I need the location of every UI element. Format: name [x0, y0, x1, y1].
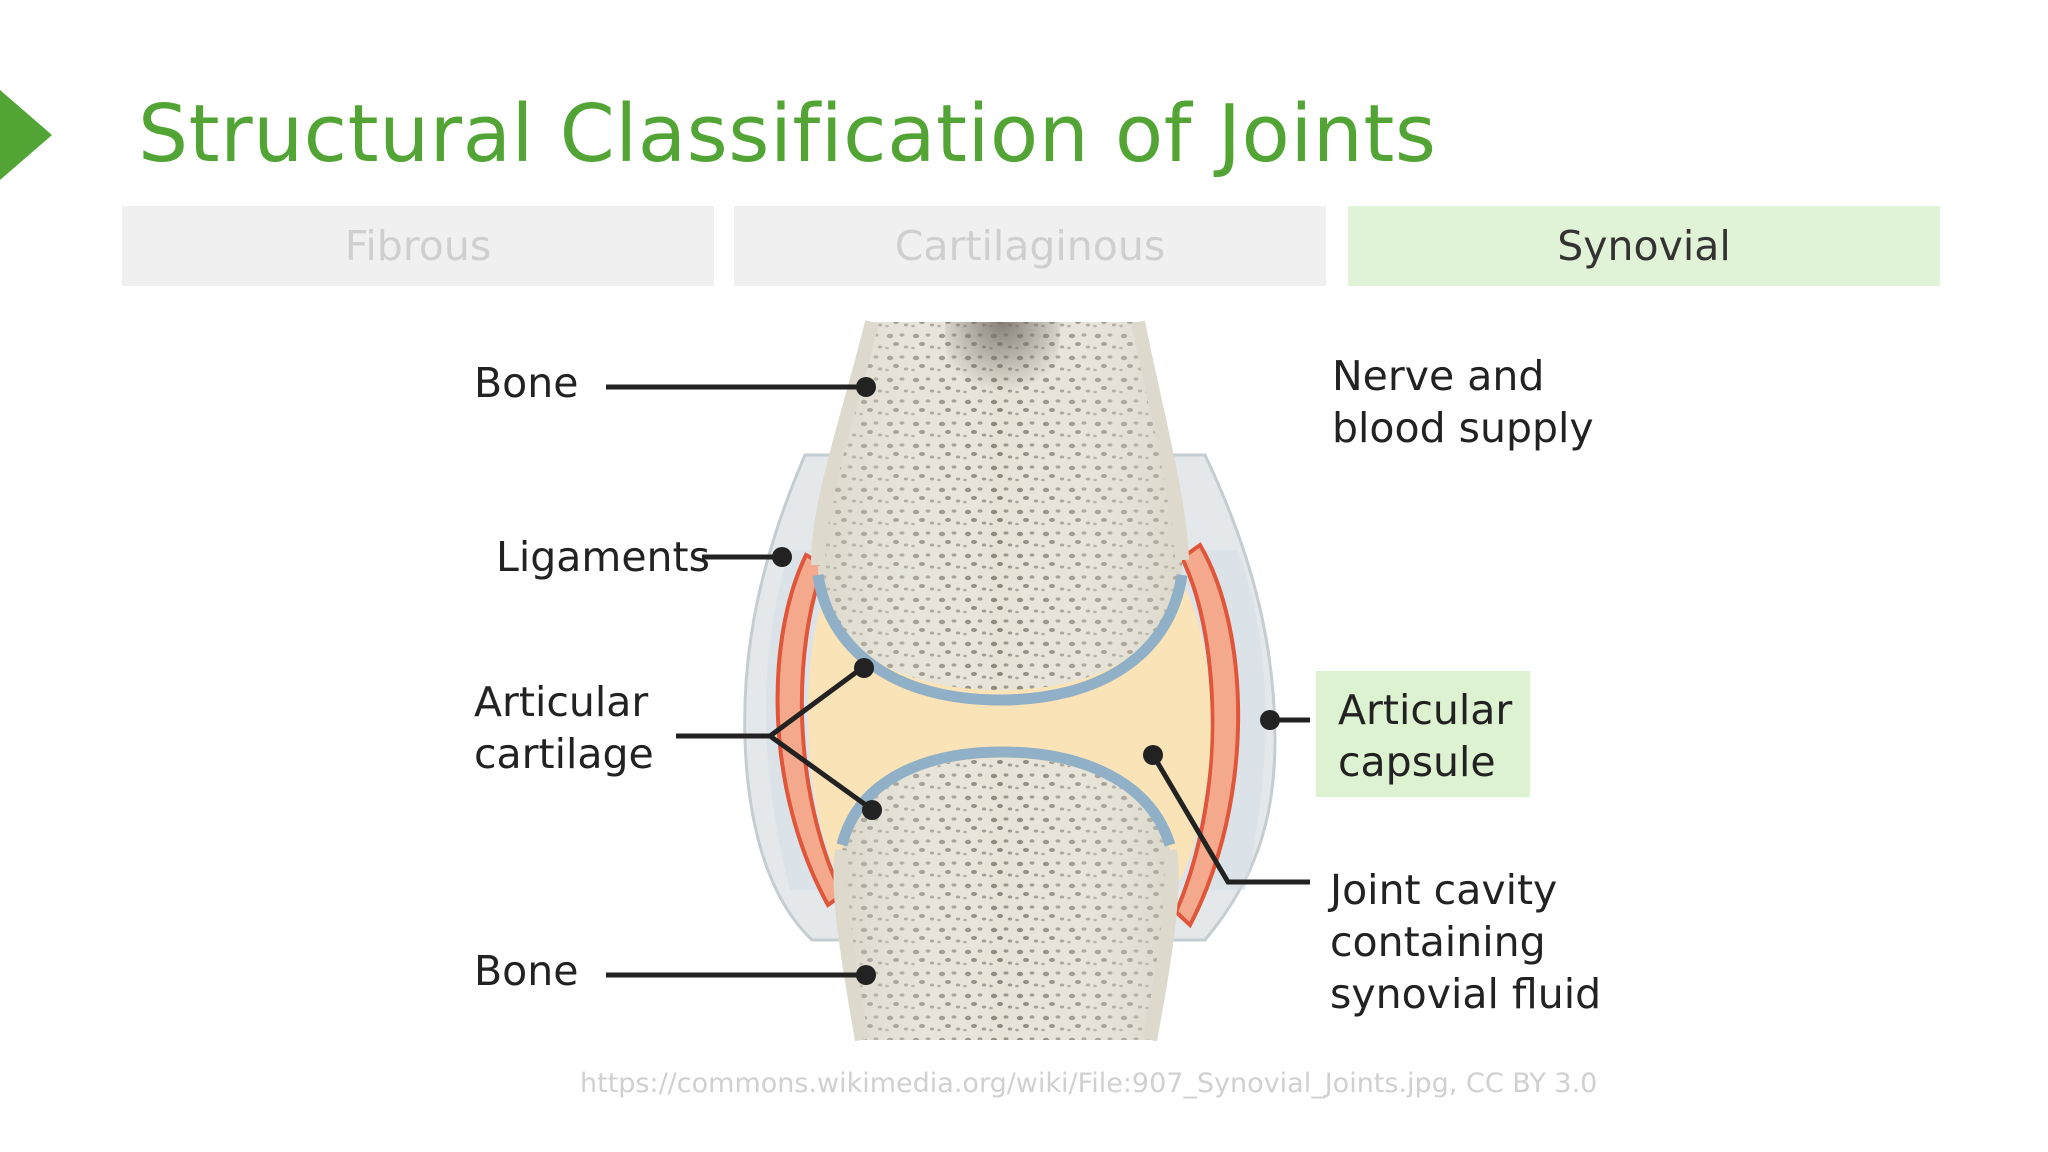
leader-dots [772, 377, 1280, 985]
label-articular-cartilage-line1: Articular [474, 678, 649, 726]
label-joint-cavity-line2: containing [1330, 918, 1546, 966]
articular-capsule-highlight [1316, 671, 1530, 797]
upper-bone [811, 320, 1189, 706]
label-joint-cavity-line1: Joint cavity [1330, 866, 1558, 914]
label-joint-cavity-line3: synovial fluid [1330, 970, 1602, 1018]
page-title: Structural Classification of Joints [138, 88, 1437, 180]
upper-articular-cartilage [812, 574, 1188, 706]
label-articular-capsule-line1: Articular [1338, 686, 1513, 734]
label-articular-cartilage-line2: cartilage [474, 730, 654, 778]
classification-tabs: Fibrous Cartilaginous Synovial [122, 206, 1948, 286]
leader-lines [606, 384, 1310, 978]
image-credit-link[interactable]: https://commons.wikimedia.org/wiki/File:… [580, 1068, 1598, 1099]
label-bone-bottom: Bone [474, 947, 579, 995]
tab-fibrous[interactable]: Fibrous [122, 206, 714, 286]
label-articular-capsule-line2: capsule [1338, 738, 1496, 786]
label-bone-top: Bone [474, 359, 579, 407]
tab-synovial[interactable]: Synovial [1348, 206, 1940, 286]
lower-bone [833, 746, 1179, 1042]
slide-marker-arrow-icon [0, 90, 52, 180]
label-ligaments: Ligaments [496, 533, 710, 581]
label-nerve-blood-line1: Nerve and [1332, 352, 1545, 400]
lower-articular-cartilage [836, 746, 1176, 847]
leader-cavity [1150, 753, 1310, 885]
label-nerve-blood-line2: blood supply [1332, 404, 1594, 452]
tab-cartilaginous[interactable]: Cartilaginous [734, 206, 1326, 286]
leader-cartilage-lower [768, 733, 872, 811]
